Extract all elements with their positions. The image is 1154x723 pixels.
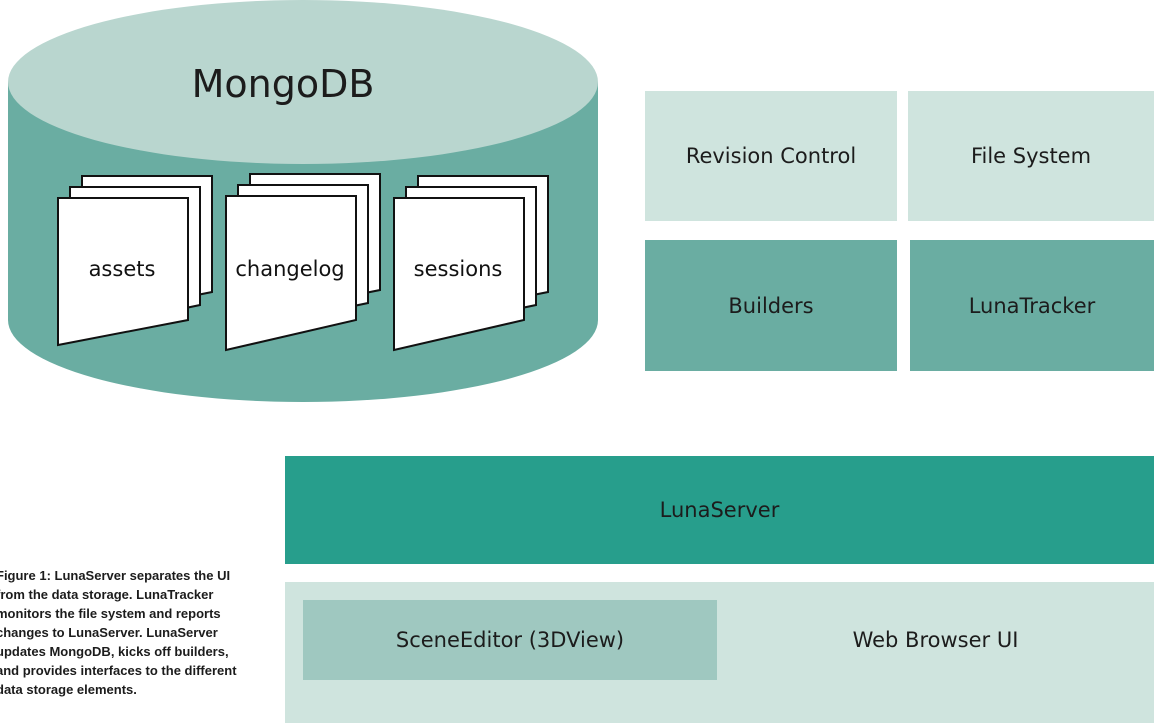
- luna-server-label: LunaServer: [659, 498, 780, 522]
- revision-control-label: Revision Control: [685, 144, 857, 168]
- file-system-label: File System: [970, 144, 1092, 168]
- web-ui-label: Web Browser UI: [852, 628, 1019, 652]
- builders-label: Builders: [728, 293, 814, 318]
- web-ui-label-area: Web Browser UI: [717, 600, 1154, 680]
- builders-block: Builders: [645, 240, 897, 371]
- web-browser-ui-block: SceneEditor (3DView) Web Browser UI: [285, 582, 1154, 723]
- collection-assets: assets: [57, 175, 213, 347]
- collection-label: assets: [89, 257, 156, 281]
- file-system-block: File System: [908, 91, 1154, 221]
- collection-changelog: changelog: [225, 173, 381, 352]
- luna-tracker-label: LunaTracker: [968, 293, 1096, 318]
- revision-control-block: Revision Control: [645, 91, 897, 221]
- figure-caption: Figure 1: LunaServer separates the UI fr…: [0, 568, 237, 697]
- collection-label: changelog: [235, 257, 344, 281]
- luna-tracker-block: LunaTracker: [910, 240, 1154, 371]
- collection-label: sessions: [414, 257, 503, 281]
- collection-sessions: sessions: [393, 175, 549, 352]
- scene-editor-block: SceneEditor (3DView): [303, 600, 717, 680]
- mongodb-cylinder: MongoDB assets changelog sessions: [8, 0, 598, 402]
- cylinder-top: [8, 0, 598, 164]
- database-title: MongoDB: [192, 62, 375, 106]
- scene-editor-label: SceneEditor (3DView): [395, 628, 625, 652]
- luna-server-block: LunaServer: [285, 456, 1154, 564]
